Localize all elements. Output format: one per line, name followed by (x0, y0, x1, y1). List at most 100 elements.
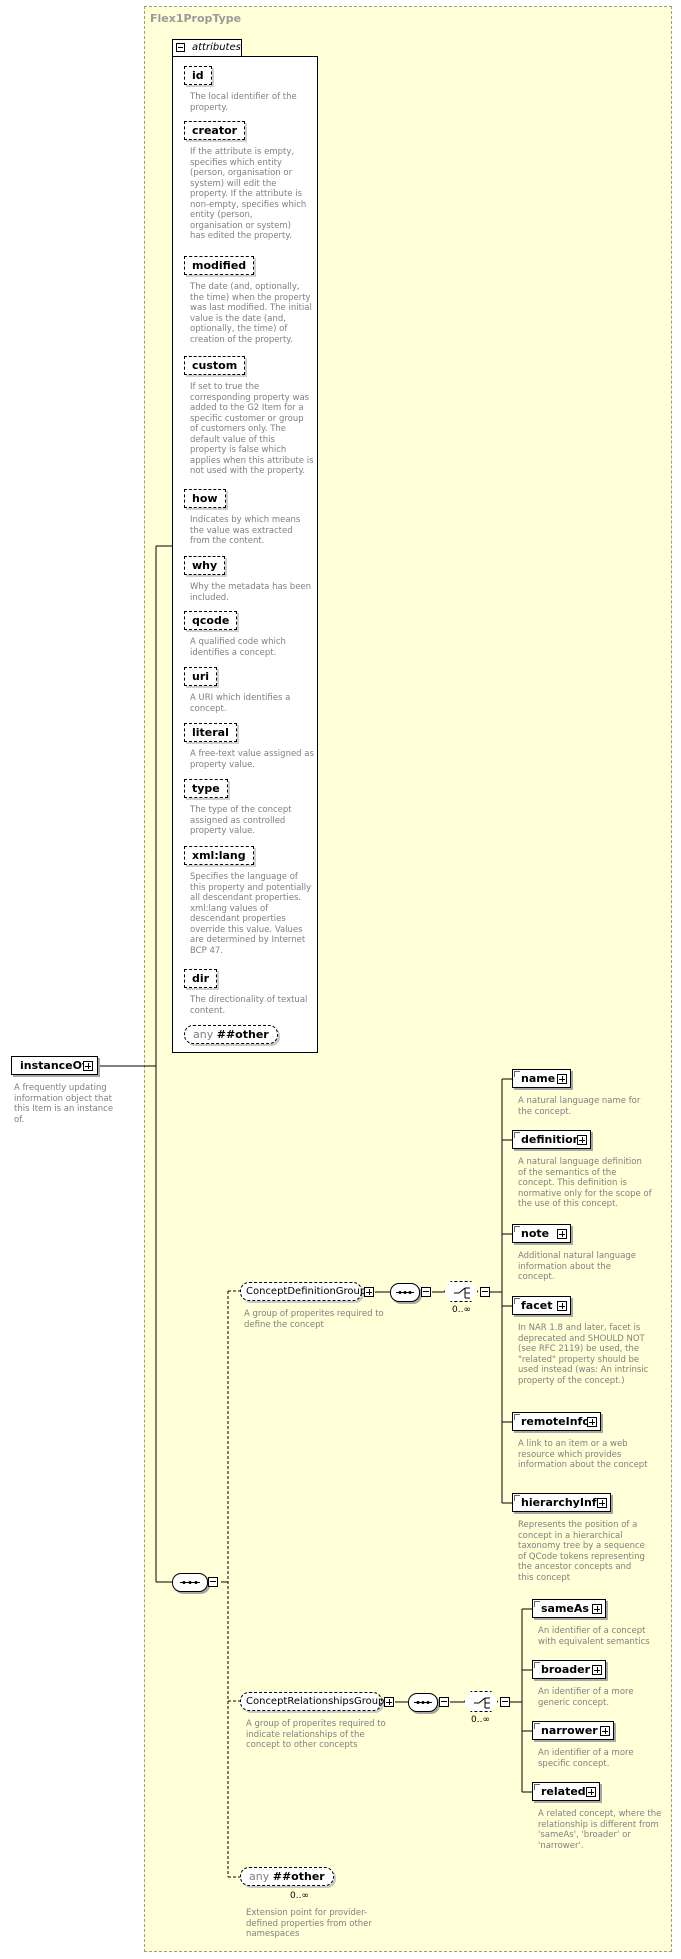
attribute-id-description: The local identifier of the property. (190, 92, 297, 113)
element-remoteinfo[interactable]: remoteInfo (512, 1412, 601, 1431)
element-name[interactable]: name (512, 1069, 571, 1088)
attribute-custom-description: If set to true the corresponding propert… (190, 382, 314, 476)
attribute-qcode[interactable]: qcode (184, 611, 238, 630)
any-keyword: any (249, 1870, 270, 1883)
group-concept-definition-description: A group of properites required to define… (244, 1309, 384, 1330)
attributes-tab[interactable]: attributes (172, 39, 242, 56)
relationships-choice[interactable] (464, 1691, 498, 1712)
choice-icon (454, 1287, 470, 1299)
definition-choice[interactable] (444, 1281, 478, 1302)
attribute-uri-description: A URI which identifies a concept. (190, 693, 291, 714)
choice-icon (474, 1697, 490, 1709)
root-element-instanceof[interactable]: instanceOf (11, 1056, 98, 1075)
attribute-why-description: Why the metadata has been included. (190, 582, 312, 603)
root-element-description: A frequently updating information object… (14, 1083, 114, 1125)
expand-icon[interactable] (587, 1417, 597, 1427)
definition-sequence-collapse-icon[interactable] (421, 1287, 431, 1297)
element-narrower-label: narrower (541, 1724, 598, 1737)
element-facet-description: In NAR 1.8 and later, facet is deprecate… (518, 1323, 649, 1386)
root-element-label: instanceOf (20, 1059, 87, 1072)
element-related-label: related (541, 1785, 586, 1798)
element-note[interactable]: note (512, 1224, 571, 1243)
element-facet-label: facet (521, 1299, 553, 1312)
element-narrower[interactable]: narrower (532, 1721, 614, 1740)
extension-description: Extension point for provider-defined pro… (246, 1908, 372, 1939)
attribute-dir[interactable]: dir (184, 969, 218, 988)
attribute-how[interactable]: how (184, 489, 226, 508)
attribute-literal[interactable]: literal (184, 723, 237, 742)
attribute-id[interactable]: id (184, 66, 212, 85)
attribute-creator[interactable]: creator (184, 121, 246, 140)
element-definition[interactable]: definition (512, 1130, 591, 1149)
expand-icon[interactable] (557, 1301, 567, 1311)
element-facet[interactable]: facet (512, 1296, 571, 1315)
element-narrower-description: An identifier of a more specific concept… (538, 1748, 634, 1769)
expand-icon[interactable] (577, 1135, 587, 1145)
attributes-label: attributes (192, 42, 241, 53)
sequence-icon (396, 1291, 414, 1294)
any-namespace: ##other (272, 1870, 325, 1883)
element-sameas[interactable]: sameAs (532, 1599, 606, 1618)
attribute-type[interactable]: type (184, 779, 228, 798)
element-remoteinfo-description: A link to an item or a web resource whic… (518, 1439, 648, 1470)
element-sameas-description: An identifier of a concept with equivale… (538, 1626, 650, 1647)
attribute-xml-lang[interactable]: xml:lang (184, 846, 254, 865)
expand-icon[interactable] (592, 1665, 602, 1675)
expand-icon[interactable] (586, 1787, 596, 1797)
attribute-xml-lang-description: Specifies the language of this property … (190, 872, 312, 956)
group-concept-relationships[interactable]: ConceptRelationshipsGroup (240, 1692, 384, 1711)
sequence-icon (414, 1701, 432, 1704)
extension-any-other[interactable]: any ##other (240, 1867, 334, 1886)
relationships-sequence-collapse-icon[interactable] (439, 1697, 449, 1707)
element-hierarchyinfo-description: Represents the position of a concept in … (518, 1520, 645, 1583)
sequence-icon (180, 1581, 200, 1584)
group-concept-relationships-description: A group of properites required to indica… (246, 1719, 386, 1750)
element-broader-label: broader (541, 1663, 591, 1676)
element-name-description: A natural language name for the concept. (518, 1096, 641, 1117)
attribute-why[interactable]: why (184, 556, 226, 575)
expand-icon[interactable] (592, 1604, 602, 1614)
any-namespace: ##other (216, 1028, 269, 1041)
group-concept-relationships-expand-icon[interactable] (384, 1697, 394, 1707)
element-sameas-label: sameAs (541, 1602, 589, 1615)
element-related[interactable]: related (532, 1782, 600, 1801)
attribute-creator-description: If the attribute is empty, specifies whi… (190, 147, 307, 241)
element-hierarchyinfo[interactable]: hierarchyInfo (512, 1493, 611, 1512)
element-remoteinfo-label: remoteInfo (521, 1415, 590, 1428)
attribute-uri[interactable]: uri (184, 667, 218, 686)
attribute-custom[interactable]: custom (184, 356, 246, 375)
attribute-type-description: The type of the concept assigned as cont… (190, 805, 292, 836)
expand-icon[interactable] (83, 1061, 93, 1071)
attribute-qcode-description: A qualified code which identifies a conc… (190, 637, 286, 658)
attribute-how-description: Indicates by which means the value was e… (190, 515, 301, 546)
relationships-sequence[interactable] (408, 1693, 438, 1712)
definition-choice-collapse-icon[interactable] (480, 1287, 490, 1297)
sequence-compositor[interactable] (172, 1573, 208, 1592)
expand-icon[interactable] (597, 1498, 607, 1508)
relationships-choice-cardinality: 0..∞ (471, 1715, 490, 1725)
definition-sequence[interactable] (390, 1283, 420, 1302)
sequence-collapse-icon[interactable] (208, 1577, 218, 1587)
element-definition-description: A natural language definition of the sem… (518, 1157, 652, 1209)
expand-icon[interactable] (557, 1229, 567, 1239)
expand-icon[interactable] (557, 1074, 567, 1084)
expand-icon[interactable] (600, 1726, 610, 1736)
attribute-modified[interactable]: modified (184, 256, 255, 275)
element-broader[interactable]: broader (532, 1660, 606, 1679)
extension-cardinality: 0..∞ (290, 1891, 309, 1901)
element-related-description: A related concept, where the relationshi… (538, 1809, 662, 1851)
element-hierarchyinfo-label: hierarchyInfo (521, 1496, 605, 1509)
attributes-any-other[interactable]: any ##other (184, 1025, 278, 1044)
attribute-literal-description: A free-text value assigned as property v… (190, 749, 314, 770)
element-definition-label: definition (521, 1133, 581, 1146)
element-broader-description: An identifier of a more generic concept. (538, 1687, 634, 1708)
element-name-label: name (521, 1072, 556, 1085)
collapse-icon[interactable] (176, 43, 185, 52)
relationships-choice-collapse-icon[interactable] (500, 1697, 510, 1707)
type-title: Flex1PropType (150, 12, 242, 25)
element-note-description: Additional natural language information … (518, 1251, 637, 1282)
group-concept-definition[interactable]: ConceptDefinitionGroup (240, 1282, 366, 1301)
attributes-panel (172, 56, 318, 1053)
group-concept-definition-expand-icon[interactable] (364, 1287, 374, 1297)
